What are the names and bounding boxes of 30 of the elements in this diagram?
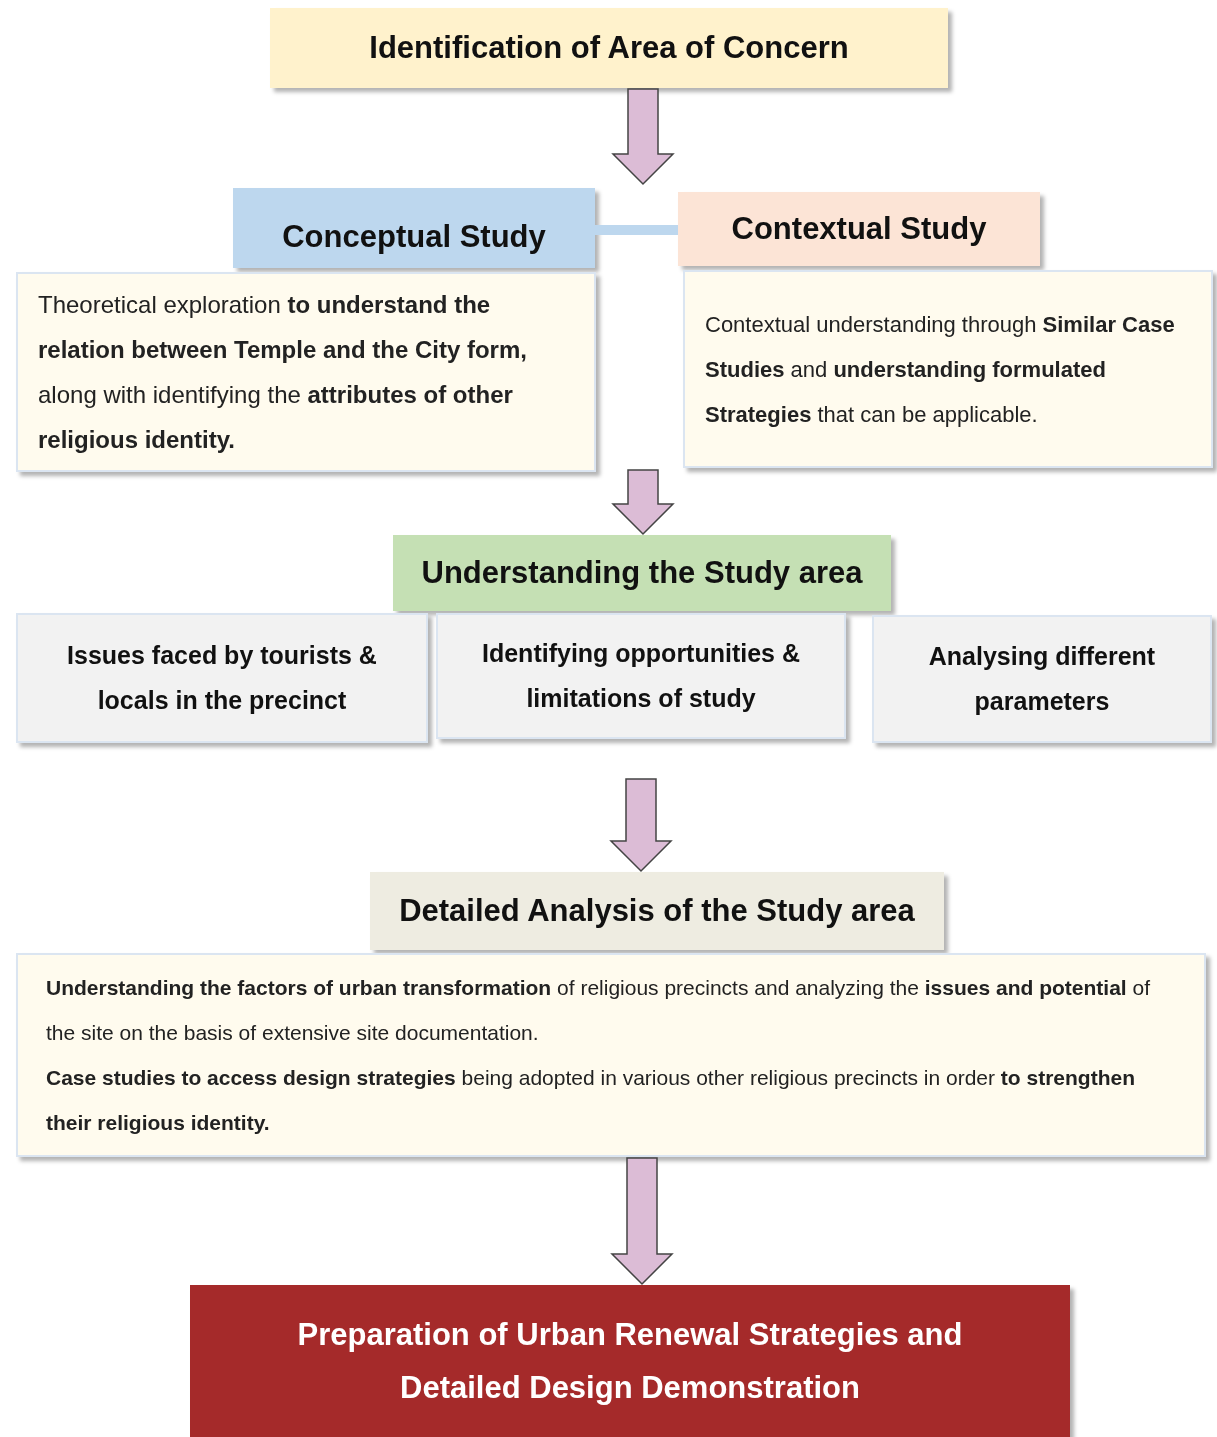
heading-box — [370, 872, 944, 950]
node-text: Case studies to access design strategies being adopted in various other religious precincts in order to strengthen their religious identity. — [46, 1065, 1136, 1136]
step-box — [436, 613, 846, 739]
text-box — [683, 270, 1213, 468]
result-box — [190, 1285, 1070, 1437]
node-text: Preparation of Urban Renewal Strategies and Detailed Design Demonstration — [296, 1316, 964, 1407]
node-text: Detailed Analysis of the Study area — [399, 891, 915, 930]
node-text: Issues faced by tourists & locals in the precinct — [66, 640, 378, 716]
node-text: Analysing different parameters — [927, 641, 1157, 717]
block-arrow — [611, 469, 675, 536]
block-arrow — [611, 88, 675, 186]
node-text: Identifying opportunities & limitations of study — [481, 638, 801, 714]
text-box — [16, 953, 1206, 1157]
block-arrow — [609, 778, 673, 873]
title-box — [270, 8, 948, 88]
text-box — [16, 272, 596, 472]
node-text: Identification of Area of Concern — [369, 28, 849, 67]
step-box — [16, 613, 428, 743]
node-text: Understanding the factors of urban transformation of religious precincts and analyzing the issues and potential of the site on the basis of extensive site documentation. — [46, 975, 1151, 1046]
node-text: Understanding the Study area — [421, 553, 863, 592]
node-text: Conceptual Study — [282, 217, 546, 256]
heading-box — [678, 192, 1040, 266]
block-arrow — [610, 1157, 674, 1286]
node-text: Contextual Study — [731, 209, 987, 248]
heading-box — [393, 535, 891, 611]
node-text: Contextual understanding through Similar Case Studies and understanding formulated Strategies that can be applicable. — [705, 310, 1176, 429]
node-text: Theoretical exploration to understand the relation between Temple and the City form, along with identifying the attributes of other religious identity. — [38, 290, 528, 455]
step-box — [872, 615, 1212, 743]
heading-box — [233, 188, 595, 268]
connector-line — [595, 225, 678, 235]
